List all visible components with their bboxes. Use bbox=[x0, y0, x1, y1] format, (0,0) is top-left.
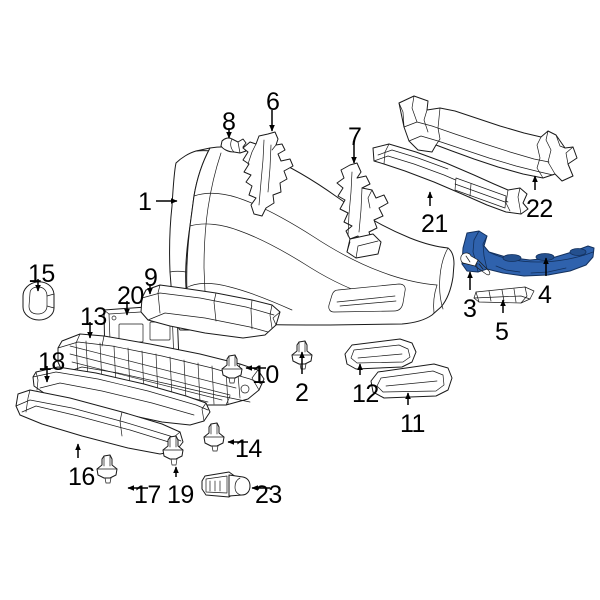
callout-label-4[interactable]: 4 bbox=[538, 281, 552, 309]
part-upper-bracket-left-6 bbox=[242, 131, 294, 217]
callout-label-20[interactable]: 20 bbox=[117, 282, 144, 310]
part-air-deflector-upper-9 bbox=[140, 284, 281, 339]
part-clip-14 bbox=[203, 422, 225, 452]
callout-label-14[interactable]: 14 bbox=[235, 435, 262, 463]
callout-label-23[interactable]: 23 bbox=[255, 481, 282, 509]
part-upper-bracket-right-7 bbox=[336, 162, 389, 259]
callout-label-9[interactable]: 9 bbox=[144, 264, 158, 292]
callout-label-8[interactable]: 8 bbox=[222, 108, 236, 136]
part-clip-10 bbox=[221, 354, 243, 384]
callout-label-22[interactable]: 22 bbox=[526, 195, 553, 223]
callout-label-18[interactable]: 18 bbox=[38, 348, 65, 376]
callout-label-5[interactable]: 5 bbox=[495, 318, 509, 346]
part-tow-hook-cover-15 bbox=[22, 281, 55, 321]
part-retainer-clip-8 bbox=[220, 137, 247, 154]
leader-lines bbox=[35, 110, 549, 491]
callout-label-17[interactable]: 17 bbox=[134, 481, 161, 509]
part-bumper-reinforcement-beam-22 bbox=[398, 95, 578, 182]
callout-label-19[interactable]: 19 bbox=[167, 481, 194, 509]
callout-label-6[interactable]: 6 bbox=[266, 88, 280, 116]
callout-label-21[interactable]: 21 bbox=[421, 210, 448, 238]
callout-label-3[interactable]: 3 bbox=[463, 295, 477, 323]
part-bumper-side-bracket-4-highlighted bbox=[461, 230, 595, 277]
part-screw-3 bbox=[460, 252, 491, 276]
callout-label-11[interactable]: 11 bbox=[400, 410, 425, 438]
callout-label-10[interactable]: 10 bbox=[252, 361, 279, 389]
part-lower-grille-molding-18 bbox=[32, 366, 211, 426]
callout-label-12[interactable]: 12 bbox=[352, 380, 379, 408]
part-bumper-beam-lower-21 bbox=[372, 143, 529, 215]
callout-label-7[interactable]: 7 bbox=[348, 123, 362, 151]
callout-label-2[interactable]: 2 bbox=[295, 379, 309, 407]
callout-label-16[interactable]: 16 bbox=[68, 463, 95, 491]
callout-label-15[interactable]: 15 bbox=[28, 260, 55, 288]
part-fog-light-cover-left-12 bbox=[344, 338, 417, 370]
part-parking-sensor-23 bbox=[201, 471, 251, 498]
part-clip-19 bbox=[162, 435, 184, 466]
part-clip-17 bbox=[96, 454, 118, 484]
part-bumper-spacer-5 bbox=[473, 286, 535, 304]
part-fog-light-cover-right-11 bbox=[370, 363, 453, 399]
part-lower-spoiler-16 bbox=[15, 389, 184, 455]
callout-label-13[interactable]: 13 bbox=[80, 303, 107, 331]
callout-label-1[interactable]: 1 bbox=[138, 188, 152, 216]
